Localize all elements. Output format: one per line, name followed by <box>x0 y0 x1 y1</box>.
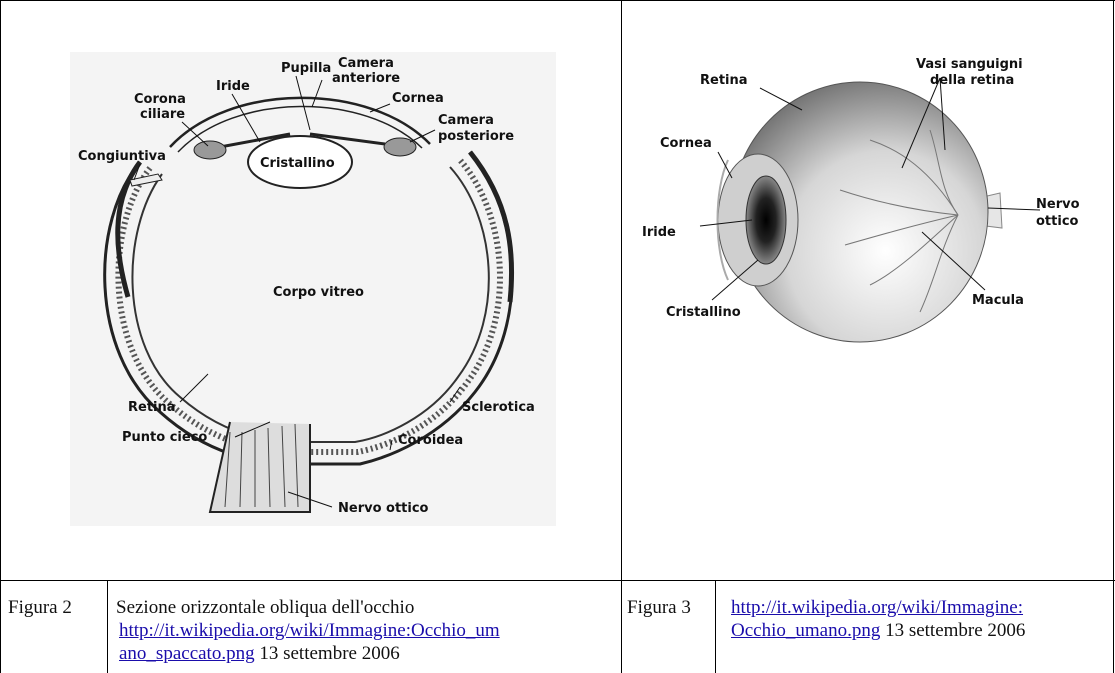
label-nervo-ottico: Nervo ottico <box>338 501 429 516</box>
caption-right-link-2[interactable]: Occhio_umano.png <box>731 620 880 641</box>
caption-right-link-1[interactable]: http://it.wikipedia.org/wiki/Immagine: <box>731 597 1023 618</box>
caption-right-date: 13 settembre 2006 <box>885 620 1025 641</box>
table-divider-middle <box>621 0 622 673</box>
label-iride-right: Iride <box>642 225 676 240</box>
label-camera-posteriore-2: posteriore <box>438 129 514 144</box>
caption-left-body: Sezione orizzontale obliqua dell'occhio … <box>116 596 616 665</box>
ciliary-body-left <box>194 141 226 159</box>
label-camera-anteriore-2: anteriore <box>332 71 400 86</box>
ciliary-body-right <box>384 138 416 156</box>
eye-external-diagram: Retina Vasi sanguigni della retina Corne… <box>640 50 1095 350</box>
label-macula: Macula <box>972 293 1024 308</box>
label-vasi-1: Vasi sanguigni <box>916 57 1023 72</box>
label-cristallino-right: Cristallino <box>666 305 741 320</box>
label-cornea-right: Cornea <box>660 136 712 151</box>
label-pupilla: Pupilla <box>281 61 331 76</box>
caption-right-body: http://it.wikipedia.org/wiki/Immagine: O… <box>731 596 1111 642</box>
label-nervo-1: Nervo <box>1036 197 1080 212</box>
label-sclerotica: Sclerotica <box>462 400 535 415</box>
label-coroidea: Coroidea <box>398 433 463 448</box>
eye-section-diagram: Pupilla Camera anteriore Iride Cornea Co… <box>70 52 556 526</box>
label-congiuntiva: Congiuntiva <box>78 149 166 164</box>
table-border-top <box>0 0 1115 1</box>
label-cristallino: Cristallino <box>260 156 335 171</box>
label-vasi-2: della retina <box>930 73 1014 88</box>
label-punto-cieco: Punto cieco <box>122 430 207 445</box>
caption-right-label: Figura 3 <box>627 596 691 619</box>
table-divider-caption-row <box>0 580 1115 581</box>
label-retina: Retina <box>128 400 176 415</box>
label-corona-1: Corona <box>134 92 186 107</box>
table-divider-left-caption <box>107 580 108 673</box>
label-retina-right: Retina <box>700 73 748 88</box>
label-corpo-vitreo: Corpo vitreo <box>273 285 364 300</box>
table-border-left <box>0 0 1 673</box>
label-iride: Iride <box>216 79 250 94</box>
label-nervo-2: ottico <box>1036 214 1079 229</box>
label-camera-anteriore-1: Camera <box>338 56 394 71</box>
table-border-right <box>1113 0 1114 673</box>
caption-left-text: Sezione orizzontale obliqua dell'occhio <box>116 596 616 619</box>
label-corona-2: ciliare <box>140 107 185 122</box>
label-camera-posteriore-1: Camera <box>438 113 494 128</box>
caption-left-label: Figura 2 <box>8 596 72 619</box>
label-cornea: Cornea <box>392 91 444 106</box>
caption-left-link-1[interactable]: http://it.wikipedia.org/wiki/Immagine:Oc… <box>119 620 500 641</box>
caption-left-date: 13 settembre 2006 <box>259 643 399 664</box>
caption-left-link-2[interactable]: ano_spaccato.png <box>119 643 255 664</box>
table-divider-right-caption <box>715 580 716 673</box>
